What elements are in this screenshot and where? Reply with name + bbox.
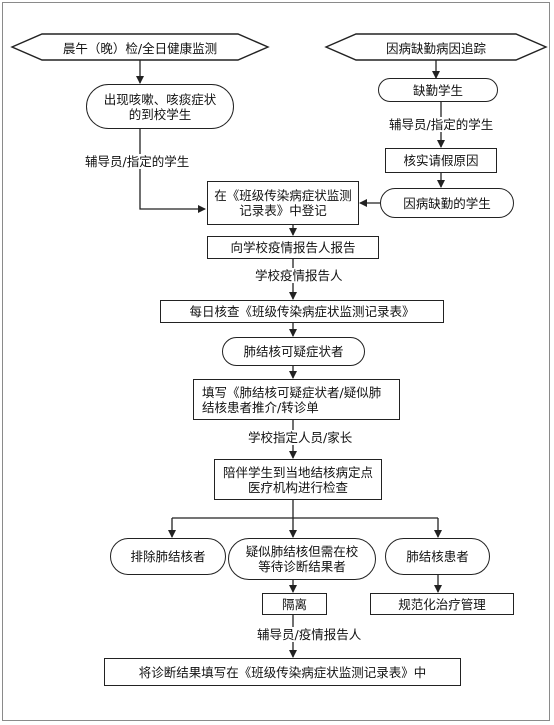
escort-node: 陪伴学生到当地结核病定点 医疗机构进行检查 [214,459,382,500]
final-record-node: 将诊断结果填写在《班级传染病症状监测记录表》中 [104,658,461,686]
isolate-node: 隔离 [262,593,327,615]
right-counselor-label: 辅导员/指定的学生 [388,117,495,132]
daily-check-node: 每日核查《班级传染病症状监测记录表》 [160,300,444,323]
school-reporter-label: 学校疫情报告人 [254,268,344,283]
suspect-node: 肺结核可疑症状者 [222,337,365,366]
start-left-label: 晨午（晚）检/全日健康监测 [62,40,218,56]
final-reporter-label: 辅导员/疫情报告人 [256,627,363,642]
report-node: 向学校疫情报告人报告 [207,236,379,259]
referral-node: 填写《肺结核可疑症状者/疑似肺 结核患者推介/转诊单 [193,379,400,420]
register-node: 在《班级传染病症状监测 记录表》中登记 [207,181,359,225]
pending-node: 疑似肺结核但需在校 等待诊断结果者 [228,538,376,580]
sick-absent-node: 因病缺勤的学生 [380,188,514,218]
start-left-shape [10,33,270,61]
left-counselor-label: 辅导员/指定的学生 [84,154,191,169]
arrow-symptom-to-register [139,129,206,213]
start-right-label: 因病缺勤病因追踪 [385,40,486,56]
treatment-node: 规范化治疗管理 [370,593,514,615]
verify-reason-node: 核实请假原因 [385,148,497,173]
symptom-students-node: 出现咳嗽、咳痰症状 的到校学生 [86,84,234,129]
start-right-shape [324,33,548,61]
escort-label: 学校指定人员/家长 [247,430,354,445]
absent-students-node: 缺勤学生 [378,78,498,102]
patient-node: 肺结核患者 [385,538,490,575]
excluded-node: 排除肺结核者 [110,538,226,575]
